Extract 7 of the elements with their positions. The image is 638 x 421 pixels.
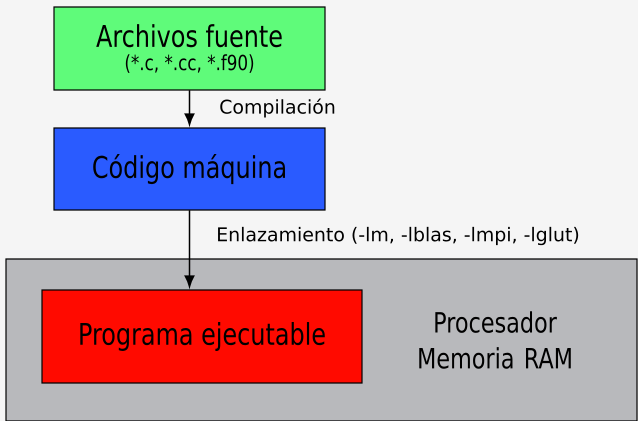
program-box: Programa ejecutable (41, 289, 363, 384)
arrow (184, 210, 194, 288)
edge-label: Compilación (218, 97, 337, 119)
arrow (184, 90, 194, 126)
edge-label: Enlazamiento (-lm, -lblas, -lmpi, -lglut) (215, 226, 581, 246)
process-box: Código máquina (53, 127, 326, 211)
source-box: Archivos fuente (*.c, *.cc, *.f90) (53, 6, 326, 91)
